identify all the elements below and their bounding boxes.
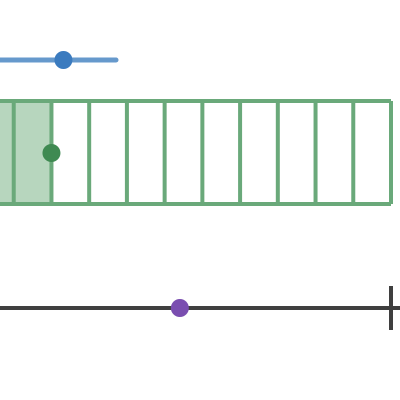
slider[interactable] — [0, 51, 119, 69]
fraction-bar-point[interactable] — [42, 144, 61, 162]
number-line[interactable] — [0, 286, 400, 330]
number-line-point[interactable] — [170, 299, 189, 317]
slider-handle-icon[interactable] — [54, 51, 73, 69]
fraction-bar[interactable] — [0, 99, 393, 206]
